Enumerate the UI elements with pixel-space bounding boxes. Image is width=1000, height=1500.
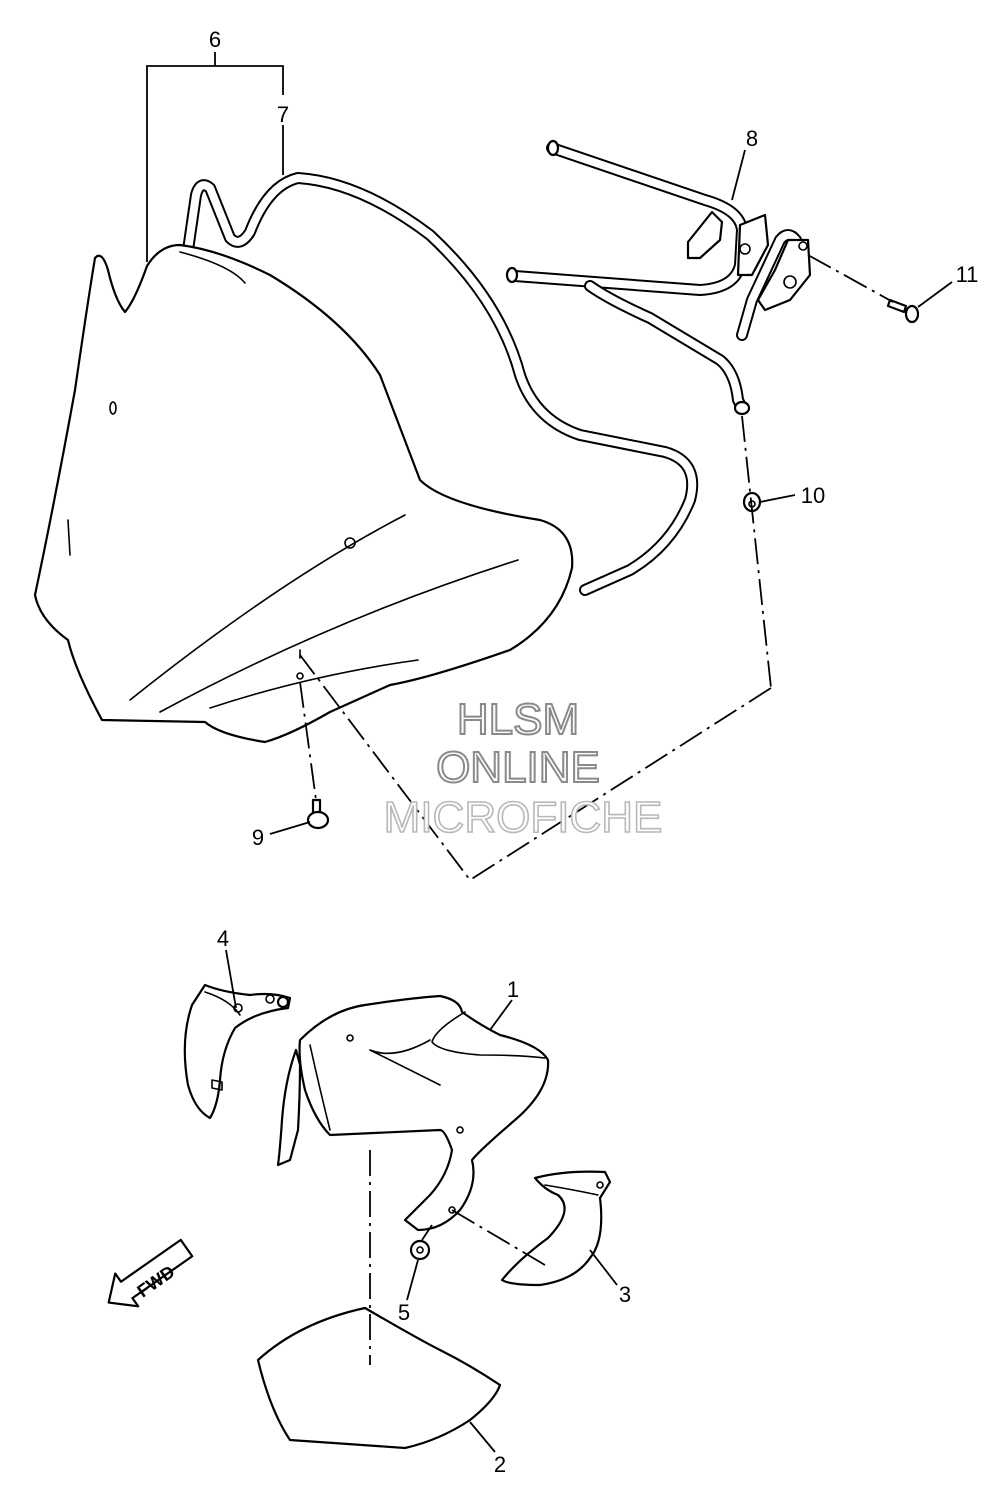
windshield-part-6 <box>33 243 574 744</box>
callout-4: 4 <box>217 926 229 951</box>
rivet-part-5 <box>409 1239 431 1261</box>
windshield-stay-part-8 <box>505 139 812 416</box>
callout-6: 6 <box>209 27 221 52</box>
callout-10: 10 <box>801 483 825 508</box>
bolt-part-11 <box>886 298 920 324</box>
callout-8: 8 <box>746 126 758 151</box>
assembly-lines-lower <box>369 1150 546 1365</box>
cowling-graphic-part-2 <box>256 1306 502 1450</box>
screw-part-9 <box>306 798 330 830</box>
watermark-line-3: MICROFICHE <box>384 793 663 842</box>
callout-numbers: 6 7 8 11 10 9 4 1 3 5 2 <box>209 27 979 1477</box>
forward-direction-arrow: FWD <box>107 1238 194 1308</box>
callout-5: 5 <box>398 1300 410 1325</box>
callout-11: 11 <box>956 262 979 287</box>
callout-3: 3 <box>619 1282 631 1307</box>
side-cover-part-3 <box>500 1170 612 1287</box>
windshield-seal-part-7 <box>182 172 699 596</box>
watermark: HLSM ONLINE MICROFICHE <box>383 694 663 843</box>
callout-1: 1 <box>507 977 519 1002</box>
callout-2: 2 <box>494 1452 506 1477</box>
callout-7: 7 <box>277 102 289 127</box>
assembly-lines-upper <box>296 254 894 882</box>
callout-9: 9 <box>252 825 264 850</box>
callout-leaders <box>225 149 953 1453</box>
watermark-line-2: ONLINE <box>436 743 600 792</box>
front-cowling-part-1 <box>276 994 550 1232</box>
watermark-line-1: HLSM <box>457 695 579 744</box>
group-bracket-6-7 <box>146 52 284 262</box>
side-cover-part-4 <box>183 983 292 1120</box>
